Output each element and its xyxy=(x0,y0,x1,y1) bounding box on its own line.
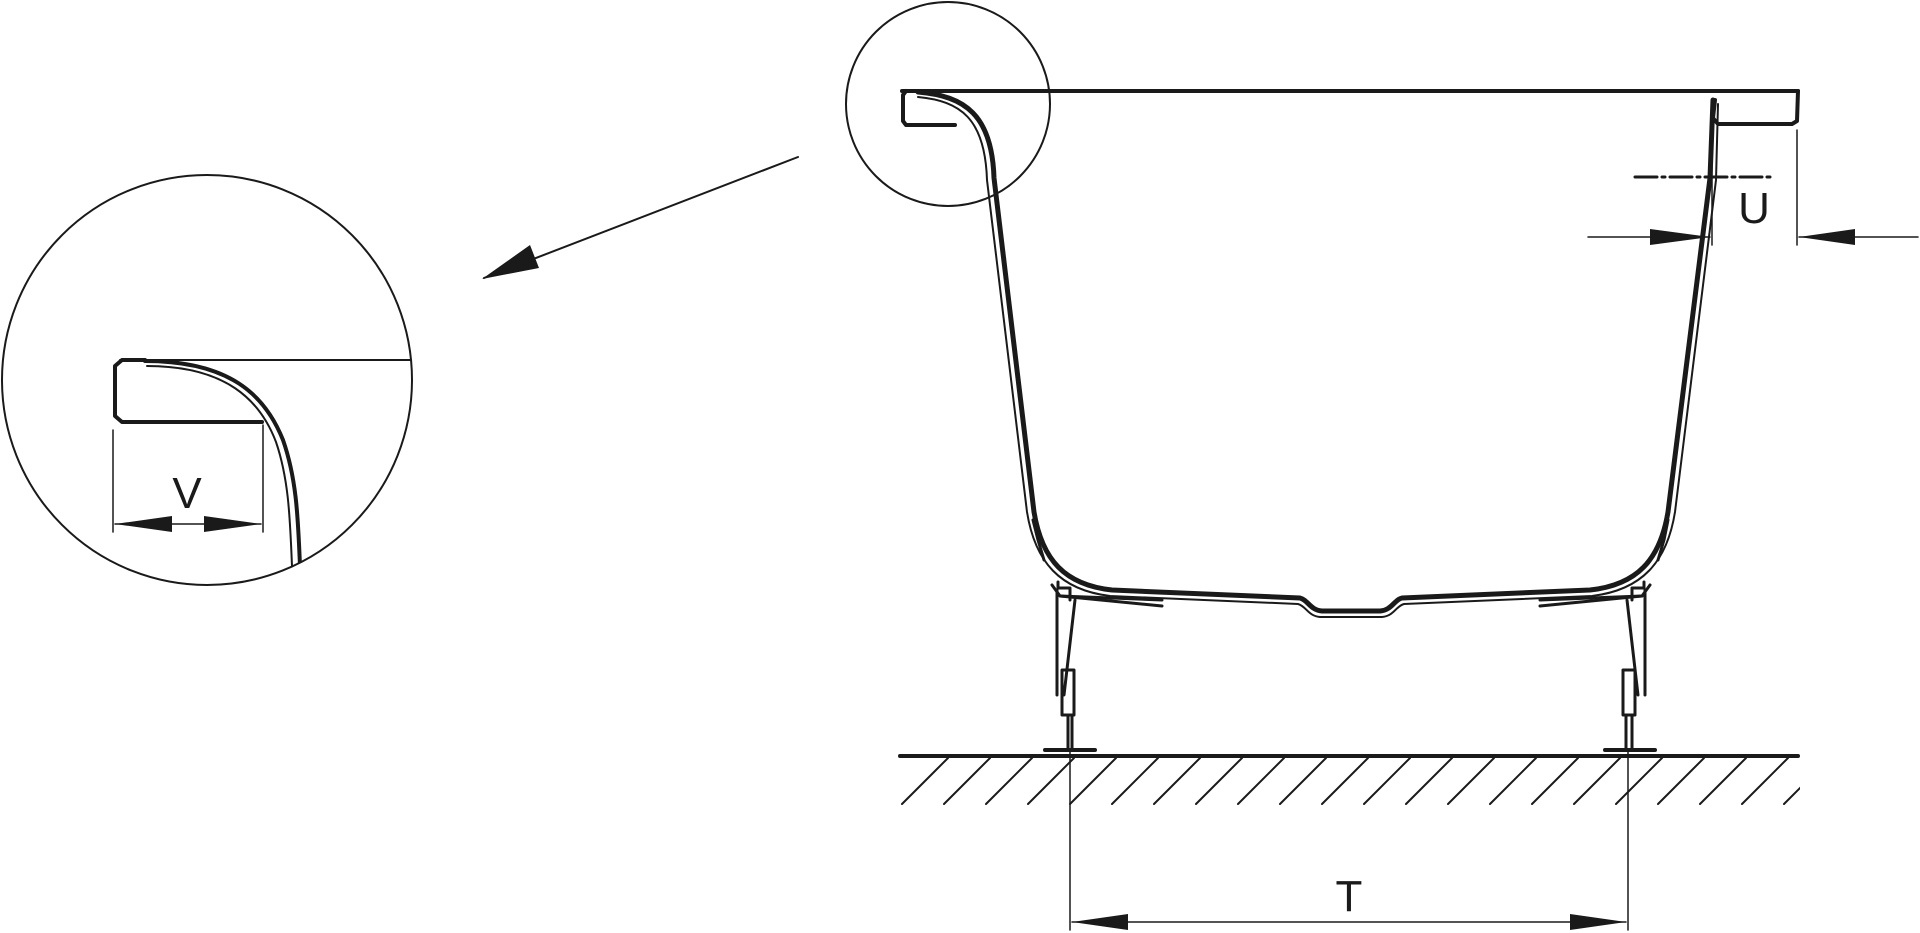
detail-leader-arrow xyxy=(482,156,799,279)
dimension-v xyxy=(112,424,264,533)
detail-marker-circle xyxy=(845,1,1051,207)
floor-hatching xyxy=(901,758,1800,805)
dimension-label-t: T xyxy=(1336,872,1363,921)
bathtub-section xyxy=(900,89,1800,618)
dimension-u xyxy=(1587,129,1919,246)
dimension-label-u: U xyxy=(1738,184,1770,233)
dimension-label-v: V xyxy=(172,469,202,518)
dimension-t xyxy=(1069,749,1629,931)
left-support-leg xyxy=(1031,518,1164,752)
rim-detail-view xyxy=(1,174,413,586)
right-support-leg xyxy=(1538,518,1670,752)
